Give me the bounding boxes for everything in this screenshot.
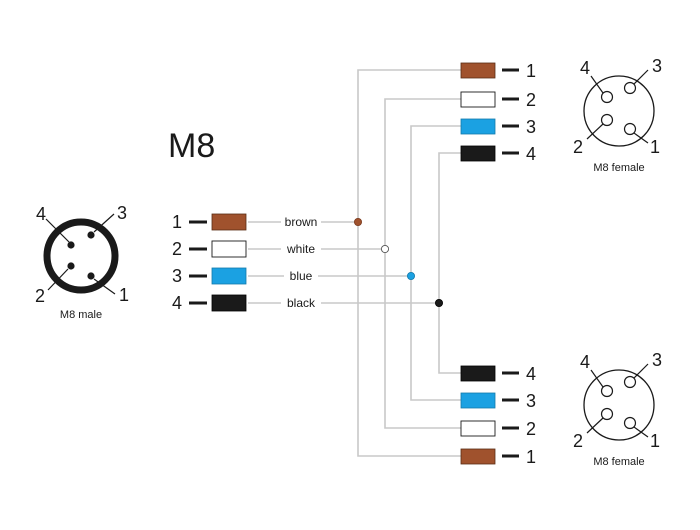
branch-pin-number: 3 [526, 391, 536, 411]
top-branch: 1 2 3 4 [460, 61, 536, 164]
m8-male-connector: 4 3 2 1 M8 male [35, 203, 129, 321]
pin-label: 4 [36, 204, 46, 224]
pin-socket [623, 375, 637, 389]
wire-black [248, 152, 461, 374]
connector-body [583, 369, 655, 441]
wire-swatch-brown [460, 448, 496, 465]
pin-dot [87, 231, 95, 239]
label-mask [281, 213, 321, 231]
junction-dots [353, 217, 443, 307]
branch-row: 2 [460, 419, 536, 439]
wire-routing [248, 69, 461, 457]
left-wire-row: 2 white [172, 239, 321, 259]
wire-label: black [287, 296, 316, 310]
branch-pin-number: 1 [526, 61, 536, 81]
m8-female-connector-top: 4 3 2 1 M8 female [573, 56, 662, 174]
pin-label: 4 [580, 352, 590, 372]
bottom-branch: 4 3 2 1 [460, 364, 536, 467]
pin-label: 3 [117, 203, 127, 223]
wire-swatch-white [211, 240, 247, 258]
pin-label: 1 [650, 431, 660, 451]
wire-swatch-black [211, 294, 247, 312]
wire-white [248, 98, 461, 429]
left-pin-number: 2 [172, 239, 182, 259]
wire-swatch-blue [211, 267, 247, 285]
wire-swatch-white [460, 420, 496, 437]
left-pin-number: 3 [172, 266, 182, 286]
wire-swatch-black [460, 145, 496, 162]
pin-socket [600, 90, 614, 104]
wire-label: blue [290, 269, 313, 283]
left-pin-number: 1 [172, 212, 182, 232]
pin-socket [600, 113, 614, 127]
wire-swatch-brown [460, 62, 496, 79]
pin-label: 4 [580, 58, 590, 78]
connector-caption: M8 female [593, 456, 644, 468]
pin-socket [600, 407, 614, 421]
connector-body [583, 75, 655, 147]
junction-black [434, 298, 443, 307]
wire-label: white [286, 242, 315, 256]
branch-row: 1 [460, 61, 536, 81]
junction-brown [353, 217, 362, 226]
wire-blue [248, 125, 461, 401]
wire-swatch-black [460, 365, 496, 382]
branch-pin-number: 2 [526, 90, 536, 110]
branch-pin-number: 4 [526, 144, 536, 164]
diagram-title: M8 [168, 127, 215, 165]
connector-caption: M8 female [593, 162, 644, 174]
m8-female-connector-bottom: 4 3 2 1 M8 female [573, 350, 662, 468]
branch-pin-number: 2 [526, 419, 536, 439]
left-pin-number: 4 [172, 293, 182, 313]
label-mask [281, 294, 321, 312]
branch-row: 4 [460, 364, 536, 384]
wire-brown [248, 69, 461, 457]
branch-pin-number: 1 [526, 447, 536, 467]
pin-label: 3 [652, 350, 662, 370]
pin-dot [87, 272, 95, 280]
label-mask [281, 240, 321, 258]
branch-row: 1 [460, 447, 536, 467]
branch-pin-number: 3 [526, 117, 536, 137]
left-wire-block: 1 brown 2 white 3 blue 4 blac [172, 212, 321, 313]
connector-caption: M8 male [60, 309, 102, 321]
branch-row: 3 [460, 117, 536, 137]
pin-label: 1 [650, 137, 660, 157]
left-wire-row: 4 black [172, 293, 321, 313]
pin-label: 3 [652, 56, 662, 76]
junction-white [380, 244, 390, 254]
wire-swatch-brown [211, 213, 247, 231]
pin-label: 1 [119, 285, 129, 305]
wire-swatch-blue [460, 118, 496, 135]
pin-dot [67, 241, 75, 249]
wire-swatch-blue [460, 392, 496, 409]
wire-label: brown [285, 215, 318, 229]
label-mask [284, 267, 318, 285]
left-wire-row: 3 blue [172, 266, 318, 286]
wire-swatch-white [460, 91, 496, 108]
branch-row: 4 [460, 144, 536, 164]
branch-pin-number: 4 [526, 364, 536, 384]
pin-label: 2 [35, 286, 45, 306]
pin-socket [623, 416, 637, 430]
pin-socket [623, 122, 637, 136]
pin-dot [67, 262, 75, 270]
pin-label: 2 [573, 137, 583, 157]
left-wire-row: 1 brown [172, 212, 321, 232]
branch-row: 2 [460, 90, 536, 110]
junction-blue [406, 271, 415, 280]
branch-row: 3 [460, 391, 536, 411]
pin-label: 2 [573, 431, 583, 451]
pin-socket [600, 384, 614, 398]
pin-socket [623, 81, 637, 95]
